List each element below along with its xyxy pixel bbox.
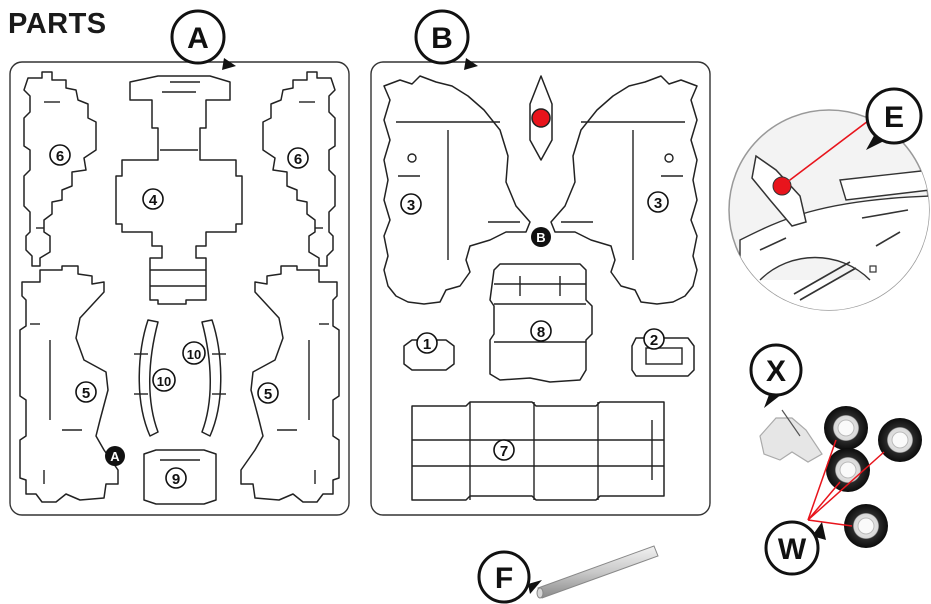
badge-x: X bbox=[749, 343, 803, 408]
rod-f bbox=[536, 545, 659, 599]
badge-w-label: W bbox=[778, 533, 807, 566]
part-label-2: 2 bbox=[650, 332, 658, 349]
badge-f: F bbox=[477, 550, 542, 604]
part-label-5-left: 5 bbox=[82, 385, 90, 402]
part-label-3-left: 3 bbox=[407, 197, 415, 214]
badge-e: E bbox=[865, 87, 923, 150]
badge-e-label: E bbox=[884, 101, 904, 134]
badge-x-label: X bbox=[766, 355, 786, 388]
sheet-a-mark: A bbox=[110, 449, 120, 464]
part-4 bbox=[115, 75, 243, 305]
part-label-9: 9 bbox=[172, 471, 180, 488]
detail-e-view bbox=[728, 109, 930, 311]
part-label-4: 4 bbox=[149, 192, 158, 209]
part-label-5-right: 5 bbox=[264, 386, 272, 403]
part-label-6-right: 6 bbox=[294, 151, 302, 168]
part-5-left bbox=[19, 265, 119, 503]
red-marker-b bbox=[531, 108, 551, 128]
part-label-6-left: 6 bbox=[56, 148, 64, 165]
sheet-a bbox=[9, 61, 350, 516]
badge-f-label: F bbox=[495, 562, 513, 595]
part-6-right bbox=[262, 71, 336, 267]
sheet-a-labels: 6 6 4 5 5 10 10 9 A bbox=[49, 144, 309, 489]
badge-a-label: A bbox=[187, 22, 209, 55]
part-6-left bbox=[23, 71, 97, 267]
badge-a: A bbox=[170, 9, 236, 70]
part-label-10-left: 10 bbox=[157, 374, 171, 389]
part-3-right bbox=[550, 75, 698, 305]
part-label-1: 1 bbox=[423, 336, 431, 353]
badge-b: B bbox=[414, 9, 478, 70]
badge-w: W bbox=[764, 520, 826, 576]
part-label-8: 8 bbox=[537, 324, 545, 341]
part-x-bracket bbox=[759, 417, 823, 463]
part-5-right bbox=[240, 265, 340, 503]
part-label-7: 7 bbox=[500, 443, 508, 460]
wheels-group bbox=[759, 406, 922, 548]
part-3-left bbox=[383, 75, 531, 305]
part-label-3-right: 3 bbox=[654, 195, 662, 212]
sheet-b-labels: 3 3 1 8 2 7 B bbox=[400, 191, 669, 461]
badge-b-label: B bbox=[431, 22, 453, 55]
page-title: PARTS bbox=[8, 8, 107, 40]
part-7 bbox=[411, 401, 665, 501]
sheet-b-mark: B bbox=[536, 230, 545, 245]
part-label-10-right: 10 bbox=[187, 347, 201, 362]
sheet-b bbox=[370, 61, 711, 516]
